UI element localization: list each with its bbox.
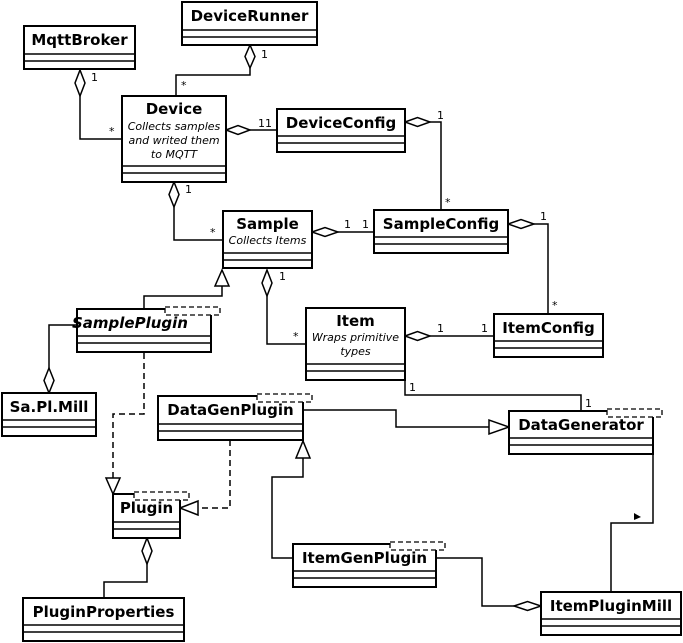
mult-sample-item-many: * [293,330,299,343]
plugin-pluginproperties-diamond [141,535,153,567]
plugin-pluginproperties-link [103,564,148,598]
sapimill-name: Sa.Pl.Mill [10,398,89,416]
datagenplugin-plugin-realization [198,440,231,509]
class-device: Device Collects samples and writed them … [121,95,227,183]
plugin-name: Plugin [120,499,173,517]
class-itemgenplugin: ItemGenPlugin [292,541,446,588]
mult-runner-device-many: * [181,79,187,92]
device-desc-line2: and writed them [128,134,219,147]
class-item: Item Wraps primitive types [305,307,406,381]
plugin-realization-triangle-right [177,499,199,517]
sampleplugin-sapimill-link [48,324,77,368]
mult-sample-sampleconfig-one-b: 1 [362,218,369,231]
class-deviceconfig: DeviceConfig [276,108,406,153]
deviceconfig-name: DeviceConfig [286,114,396,132]
item-itemconfig-diamond [402,330,433,342]
deviceconfig-aggregation-diamond [402,116,433,128]
mult-runner-device-one: 1 [261,48,268,61]
itempluginmill-name: ItemPluginMill [550,597,672,615]
sample-item-diamond [261,267,273,299]
sampleconfig-aggregation-diamond [505,218,537,230]
datagenplugin-template-box [256,393,313,403]
sampleconfig-name: SampleConfig [383,215,499,233]
mult-sample-sampleconfig-one-a: 1 [344,218,351,231]
datagenplugin-datagenerator-generalization [303,409,489,428]
plugin-realization-triangle-top [104,477,122,496]
mult-item-datagenerator-one-a: 1 [409,381,416,394]
sample-sampleconfig-diamond [309,226,341,238]
datagenerator-template-box [606,408,663,418]
device-aggregation-diamond [223,124,253,136]
class-itempluginmill: ItemPluginMill [540,591,682,636]
mult-device-sample-many: * [210,226,216,239]
device-sample-link [173,207,223,241]
device-sample-diamond [168,179,180,210]
itemgenplugin-datagenplugin-generalization [271,458,304,559]
class-devicerunner: DeviceRunner [181,1,318,46]
sampleconfig-itemconfig-link [534,223,549,314]
dependency-arrowhead [634,513,641,520]
item-desc-line2: types [340,345,371,358]
sample-name: Sample [236,215,299,233]
class-sample: Sample Collects Items [222,210,313,269]
mqttbroker-name: MqttBroker [31,31,128,49]
mult-device-config-one-a: 1 [258,117,265,130]
class-pluginproperties: PluginProperties [22,597,185,642]
mult-item-datagenerator-one-b: 1 [585,397,592,410]
mult-deviceconfig-sampleconfig-many: * [445,196,451,209]
deviceconfig-sampleconfig-link [430,121,442,210]
mult-broker-device-many: * [109,125,115,138]
datagenerator-generalization-triangle [488,418,512,436]
itemgenplugin-template-box [389,541,446,551]
itemgenplugin-name: ItemGenPlugin [302,549,427,567]
class-datagenerator: DataGenerator [508,408,663,455]
class-plugin: Plugin [112,491,190,539]
mult-item-itemconfig-one-b: 1 [481,322,488,335]
sampleplugin-sample-generalization [143,286,223,309]
class-sampleplugin: SamplePlugin [72,306,221,353]
sample-item-link [266,296,306,345]
runner-device-link [175,68,251,96]
class-sampleconfig: SampleConfig [373,209,509,254]
class-mqttbroker: MqttBroker [23,25,136,70]
runner-aggregation-diamond [244,43,256,70]
class-datagenplugin: DataGenPlugin [157,393,313,441]
broker-aggregation-diamond [74,67,86,99]
item-desc-line1: Wraps primitive [312,331,399,344]
device-desc-line3: to MQTT [151,148,198,161]
item-name: Item [336,312,375,330]
device-desc-line1: Collects samples [128,120,221,133]
sample-generalization-triangle [213,268,231,287]
mult-item-itemconfig-one-a: 1 [437,322,444,335]
class-sapimill: Sa.Pl.Mill [1,392,97,437]
class-itemconfig: ItemConfig [493,313,604,358]
mult-sampleconfig-itemconfig-many: * [552,299,558,312]
sapimill-aggregation-diamond [43,365,55,396]
sampleplugin-name: SamplePlugin [72,314,188,332]
mult-device-config-one-b: 1 [265,117,272,130]
itempluginmill-aggregation-diamond [511,600,544,612]
itemconfig-name: ItemConfig [502,319,594,337]
itemgenplugin-itempluginmill-link [436,557,514,607]
device-name: Device [146,100,203,118]
mult-sample-item-one: 1 [279,270,286,283]
datagenplugin-name: DataGenPlugin [167,401,293,419]
datagenerator-itempluginmill-link [610,445,654,592]
mult-broker-device-one: 1 [91,71,98,84]
datagenplugin-generalization-triangle [294,439,312,459]
sample-desc-line1: Collects Items [229,234,307,247]
sampleplugin-template-box [164,306,221,316]
devicerunner-name: DeviceRunner [191,7,309,25]
broker-device-link [79,96,122,140]
item-datagenerator-link [404,380,582,411]
mult-deviceconfig-sampleconfig-one: 1 [437,109,444,122]
datagenerator-name: DataGenerator [518,416,644,434]
plugin-template-box [133,491,190,501]
pluginproperties-name: PluginProperties [33,603,175,621]
mult-sampleconfig-itemconfig-one: 1 [540,210,547,223]
mult-device-sample-one: 1 [185,183,192,196]
sampleplugin-plugin-realization [112,353,145,478]
